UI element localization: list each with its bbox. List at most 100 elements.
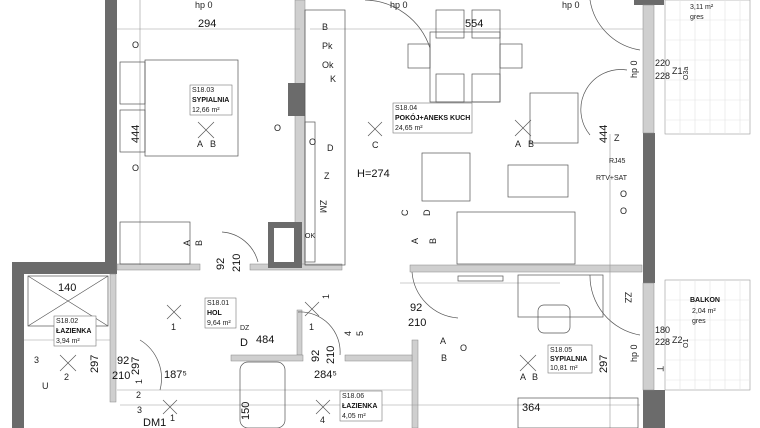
balcony-finish: gres	[690, 14, 704, 21]
mark: Z2	[672, 335, 683, 345]
mark: 3	[137, 405, 142, 415]
dimension: 444	[598, 125, 610, 143]
mark: A	[515, 139, 521, 149]
mark: OK	[305, 233, 315, 240]
dimension: 92	[117, 355, 129, 367]
mark: K	[330, 74, 336, 84]
room-id: S18.01	[207, 300, 229, 307]
dimension: 228	[655, 337, 670, 347]
mark: B	[322, 22, 328, 32]
mark: T	[655, 366, 665, 372]
mark: hp 0	[390, 0, 408, 10]
mark: hp 0	[629, 344, 639, 362]
mark: Z	[614, 133, 620, 143]
bed	[144, 59, 239, 157]
mark: C	[372, 140, 379, 150]
mark: 1	[134, 379, 144, 384]
mark: O	[132, 163, 139, 173]
mark: 2	[136, 390, 141, 400]
mark: Z	[324, 171, 330, 181]
chair	[537, 304, 571, 334]
balcony-area: 2,04 m²	[692, 308, 716, 315]
room-area: 4,05 m²	[342, 413, 366, 420]
mark: B	[194, 240, 204, 246]
dimension: 92	[310, 350, 322, 362]
dimension: 484	[256, 334, 274, 346]
dimension: 210	[231, 254, 243, 272]
mark: A	[182, 240, 192, 246]
dimension: 187⁵	[164, 369, 187, 381]
coffee-table	[507, 164, 569, 198]
room-name: ŁAZIENKA	[56, 328, 91, 335]
mark: A	[520, 372, 526, 382]
room-id: S18.04	[395, 105, 417, 112]
mark: O	[460, 343, 467, 353]
ceiling-height: H=274	[357, 168, 390, 180]
mark: U	[42, 381, 49, 391]
mark: O	[309, 137, 316, 147]
mark: hp 0	[629, 60, 639, 78]
room-name: POKÓJ+ANEKS KUCH	[395, 113, 470, 122]
room-name: SYPIALNIA	[550, 356, 587, 363]
mark: RTV+SAT	[596, 175, 628, 182]
mark: B	[441, 353, 447, 363]
mark: D	[327, 143, 334, 153]
mark: hp 0	[195, 0, 213, 10]
bed-2	[517, 397, 639, 428]
mark: 4	[320, 415, 325, 425]
balcony-name: BALKON	[690, 297, 720, 304]
mark: hp 0	[562, 0, 580, 10]
mark: 3	[34, 355, 39, 365]
mark: O	[620, 206, 627, 216]
room-name: HOL	[207, 310, 223, 317]
mark: A	[440, 336, 446, 346]
mark: D	[422, 209, 432, 216]
mark: Ok	[322, 60, 334, 70]
room-label-S18-01: S18.01 HOL 9,64 m²	[204, 297, 237, 329]
top-balcony	[664, 0, 751, 135]
mark: B	[532, 372, 538, 382]
dimension: 92	[410, 302, 422, 314]
room-name: ŁAZIENKA	[342, 403, 377, 410]
dimension: 294	[198, 18, 216, 30]
mark: 1	[321, 294, 331, 299]
mark: DZ	[240, 325, 250, 332]
dimension: 180	[655, 325, 670, 335]
dimension: 364	[522, 402, 540, 414]
armchair	[529, 92, 579, 144]
room-name: SYPIALNIA	[192, 97, 229, 104]
mark: ZZ	[623, 292, 633, 303]
mark: RJ45	[609, 158, 625, 165]
balcony-labels: 3,11 m² gres BALKON 2,04 m² gres	[690, 4, 720, 325]
mark: D	[240, 337, 248, 349]
room-id: S18.02	[56, 318, 78, 325]
dimension: 210	[112, 370, 130, 382]
mark: Z1	[672, 66, 683, 76]
room-area: 9,64 m²	[207, 320, 231, 327]
mark: O3a	[683, 67, 690, 80]
mark: 2	[64, 372, 69, 382]
mark: O1	[683, 339, 690, 348]
mark: O	[620, 189, 627, 199]
dimension: 220	[655, 58, 670, 68]
mark: 4	[343, 331, 353, 336]
walls	[12, 0, 665, 428]
light-fixtures	[59, 119, 537, 415]
room-area: 24,65 m²	[395, 125, 423, 132]
room-id: S18.03	[192, 87, 214, 94]
dimension: 150	[240, 402, 252, 420]
room-label-S18-03: S18.03 SYPIALNIA 12,66 m²	[189, 84, 233, 116]
room-id: S18.06	[342, 393, 364, 400]
room-id: S18.05	[550, 347, 572, 354]
balcony-area: 3,11 m²	[690, 4, 714, 11]
sofa	[456, 211, 576, 265]
mark: A	[197, 139, 203, 149]
room-area: 3,94 m²	[56, 338, 80, 345]
mark: 1	[170, 413, 175, 423]
balcony-finish: gres	[692, 318, 706, 325]
installation-marks: hp 0 hp 0 hp 0 hp 0 hp 0 B Pk Ok K O O O…	[34, 0, 690, 428]
dimension: 297	[89, 355, 101, 373]
room-label-S18-06: S18.06 ŁAZIENKA 4,05 m²	[339, 390, 383, 422]
bathtub	[239, 361, 286, 428]
mark: 1	[171, 322, 176, 332]
